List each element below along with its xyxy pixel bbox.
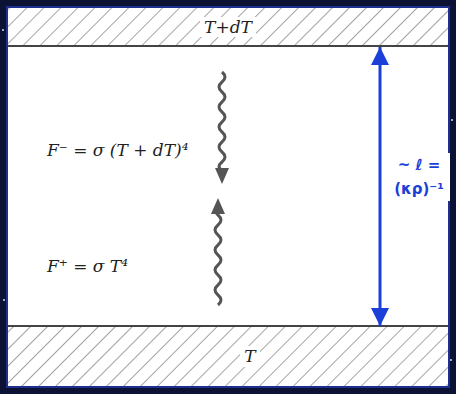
wavy-flux-arrow-down [219, 72, 225, 170]
bottom-plate-edge [8, 325, 448, 327]
plate-band: T+dT [8, 8, 448, 46]
star [451, 119, 453, 121]
temperature-label: T [240, 346, 259, 366]
star [450, 359, 452, 361]
temperature-label: T+dT [200, 17, 256, 37]
plate-band: T [8, 327, 448, 386]
flux-formula: F⁻ = σ (T + dT)⁴ [45, 140, 191, 160]
top-plate-hatching [8, 8, 448, 46]
length-arrow [379, 47, 382, 326]
arrowhead [215, 168, 229, 184]
star [2, 29, 4, 31]
star [3, 299, 5, 301]
arrowhead [211, 198, 225, 214]
bottom-plate-hatching [8, 326, 448, 386]
top-plate-edge [8, 45, 448, 47]
wavy-flux-arrow-up [215, 206, 221, 305]
white-panel [7, 7, 449, 387]
mean-free-path-label: ~ ℓ = (κρ)⁻¹ [388, 153, 450, 201]
flux-formula: F⁺ = σ T⁴ [45, 256, 130, 276]
